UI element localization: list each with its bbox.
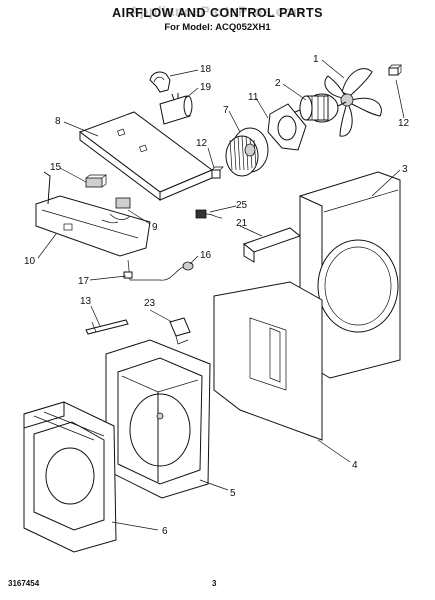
part-front-panel <box>23 401 117 553</box>
callout-13: 13 <box>80 296 92 307</box>
callout-9: 9 <box>152 222 158 233</box>
part-switch <box>85 174 108 188</box>
part-motor <box>289 93 347 123</box>
callout-3: 3 <box>402 164 408 175</box>
leader-lines <box>37 59 405 531</box>
part-capacitor-bracket <box>149 71 171 93</box>
callout-23: 23 <box>144 298 156 309</box>
callout-7: 7 <box>223 105 229 116</box>
callout-17: 17 <box>78 276 90 287</box>
callout-8: 8 <box>55 116 61 127</box>
page-title: AIRFLOW AND CONTROL PARTS <box>112 6 323 20</box>
callout-1: 1 <box>313 54 319 65</box>
part-front-shroud <box>105 339 211 499</box>
part-blower-wheel <box>225 127 269 177</box>
part-motor-mount <box>267 103 307 151</box>
callout-5: 5 <box>230 488 236 499</box>
callout-16: 16 <box>200 250 212 261</box>
callout-19: 19 <box>200 82 212 93</box>
model-subtitle: For Model: ACQ052XH1 <box>164 22 271 33</box>
part-control-housing <box>35 171 151 257</box>
part-connector <box>195 209 223 219</box>
callout-11: 11 <box>248 92 259 103</box>
watermark: AppliancePartsPros.com <box>129 3 306 19</box>
part-bracket-13 <box>85 319 129 335</box>
callout-15: 15 <box>50 162 62 173</box>
callout-12-right: 12 <box>398 118 410 129</box>
part-clip-left <box>211 166 224 179</box>
page-number: 3 <box>212 579 217 588</box>
callout-25: 25 <box>236 200 248 211</box>
callout-21: 21 <box>236 218 248 229</box>
callout-18: 18 <box>200 64 212 75</box>
part-relay <box>169 317 191 345</box>
part-bracket-21 <box>242 227 302 263</box>
part-control-panel-cover <box>78 111 213 201</box>
callout-10: 10 <box>24 256 36 267</box>
part-partition-panel <box>213 281 323 441</box>
part-capacitor <box>159 93 193 125</box>
callout-12-left: 12 <box>196 138 208 149</box>
callout-4: 4 <box>352 460 358 471</box>
part-wire-harness <box>123 259 194 281</box>
callout-labels: 1 2 3 4 5 6 7 8 9 10 11 12 12 13 15 16 1… <box>24 54 410 537</box>
document-number: 3167454 <box>8 579 40 588</box>
callout-2: 2 <box>275 78 281 89</box>
part-clip-right <box>388 64 402 76</box>
callout-6: 6 <box>162 526 168 537</box>
part-thermostat <box>101 197 131 224</box>
